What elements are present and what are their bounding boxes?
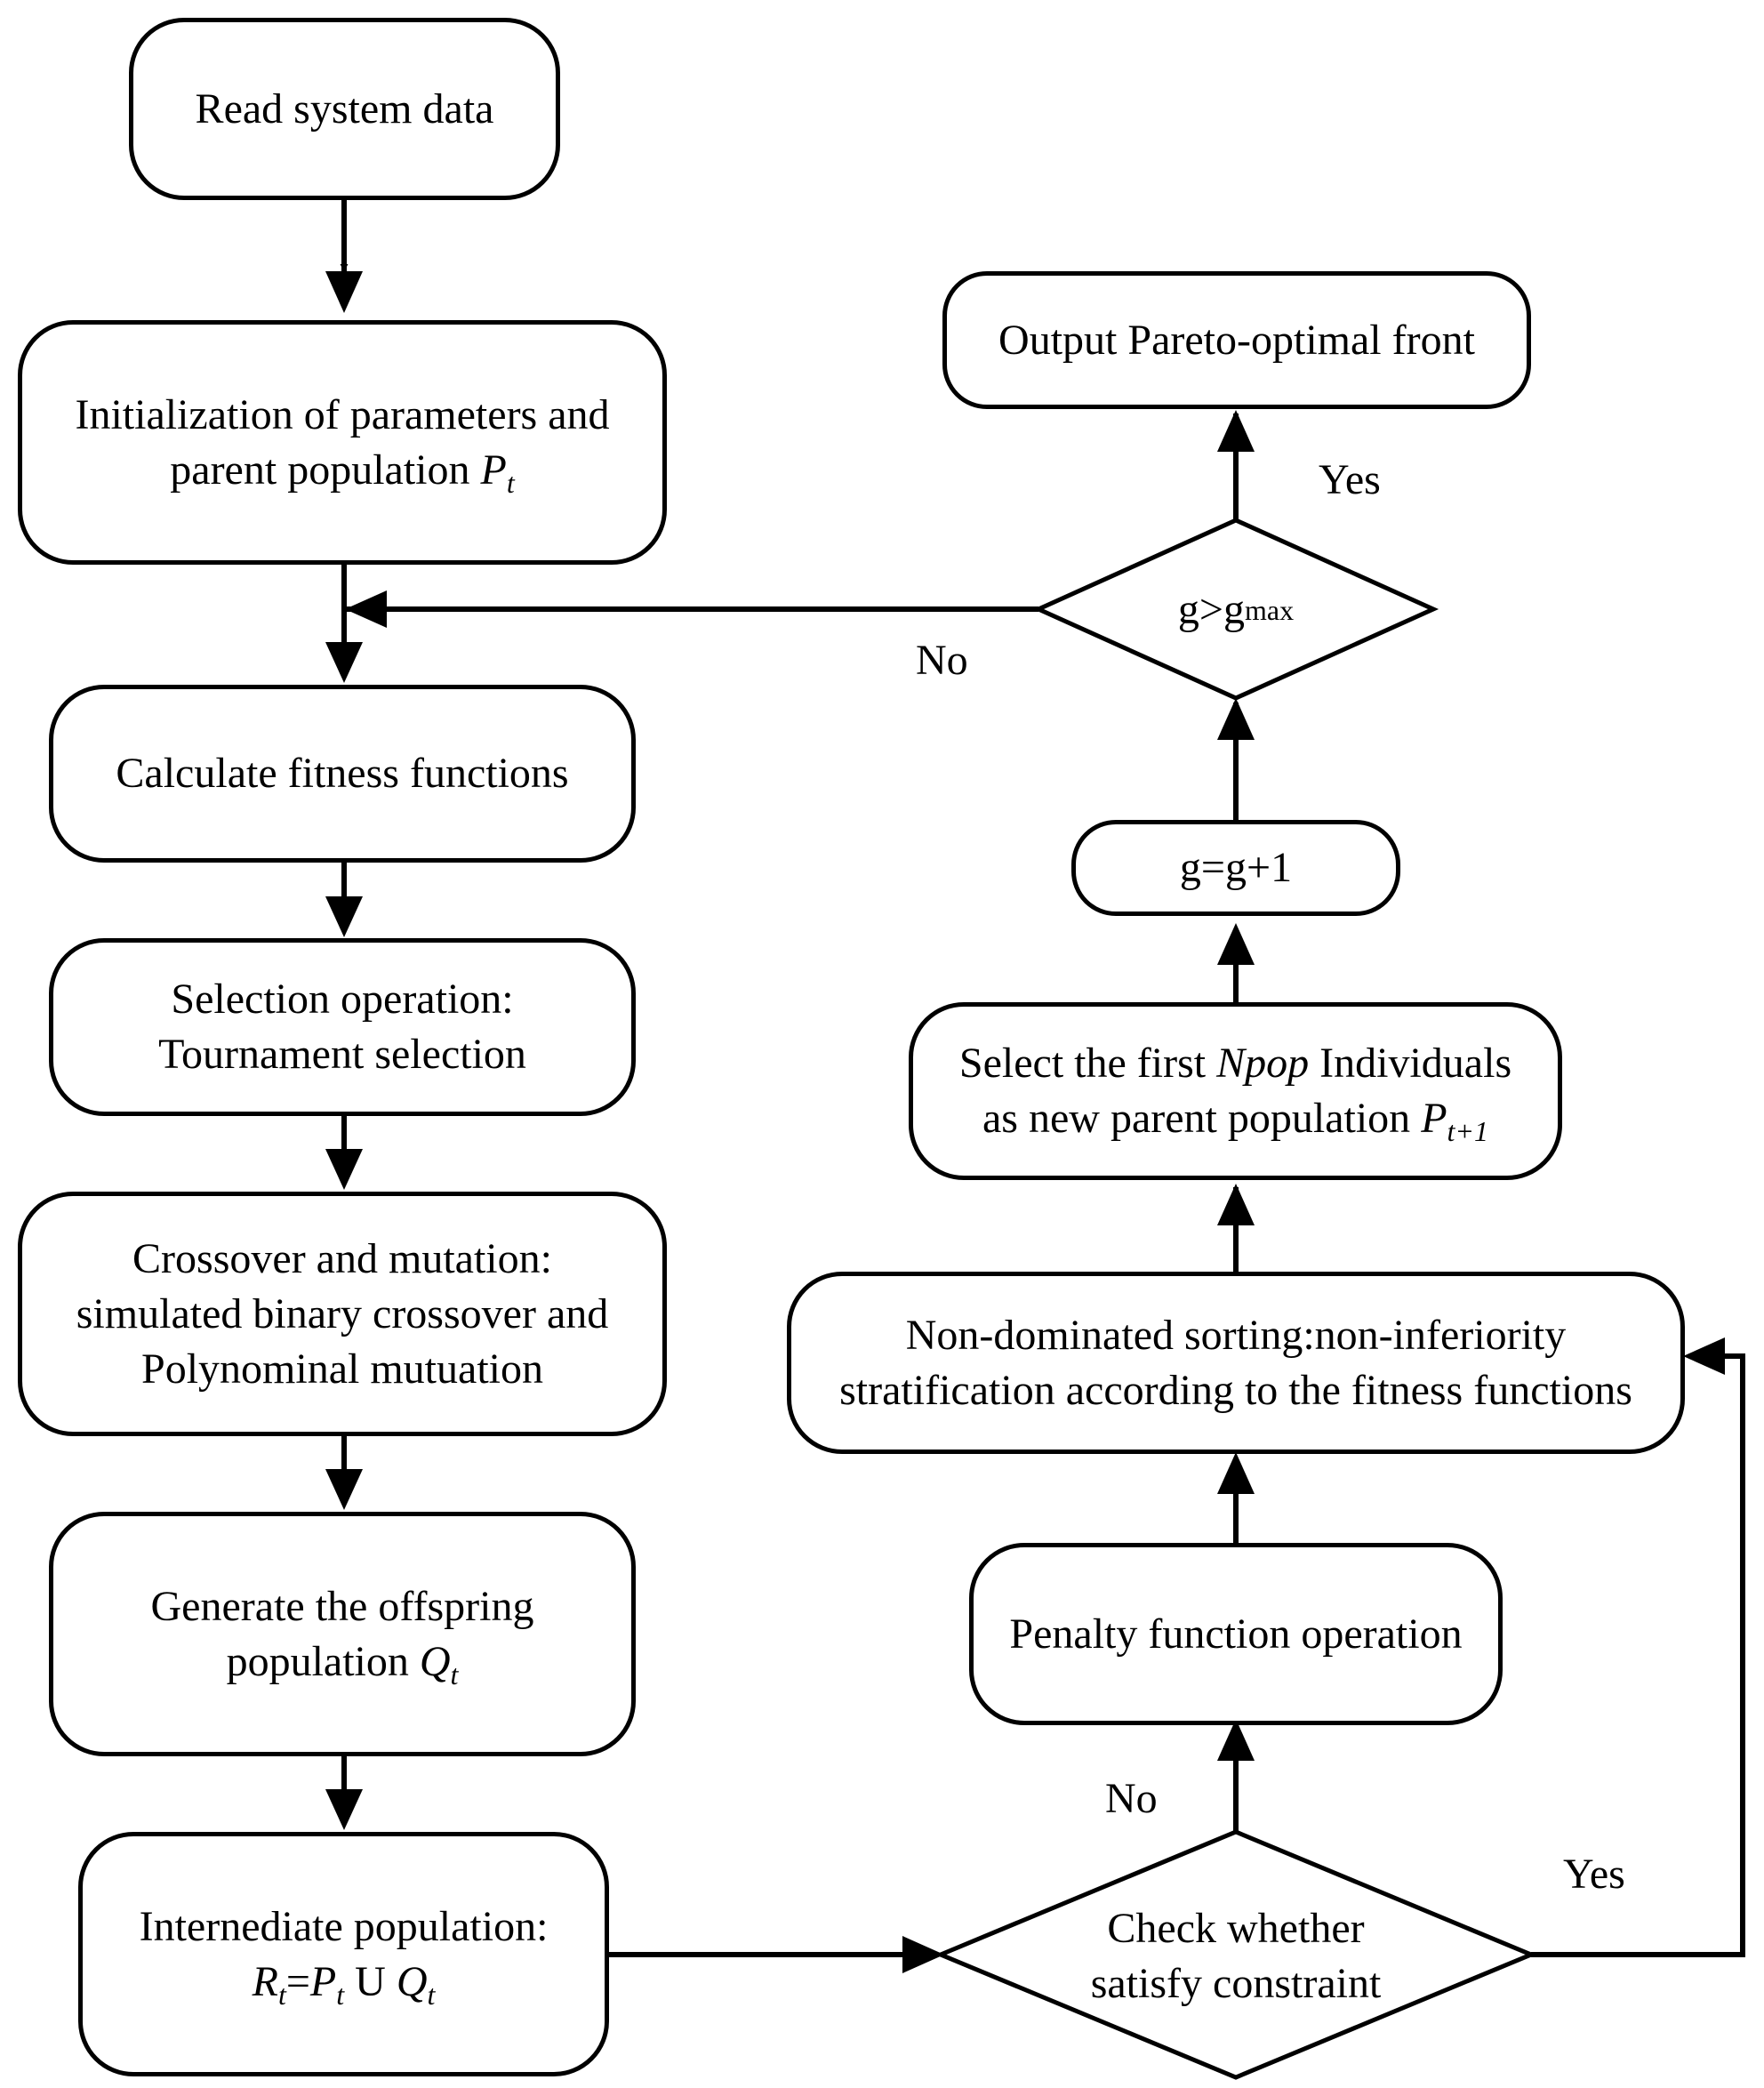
arrowhead-init	[325, 271, 363, 313]
node-nds-line1: Non-dominated sorting:non-inferiority	[905, 1311, 1567, 1359]
arrowhead-sel	[325, 896, 363, 937]
node-init-line2: parent population Pt	[170, 443, 514, 498]
select-p: P	[1421, 1095, 1447, 1142]
node-intermediate-population: Internediate population: Rt=Pt U Qt	[78, 1832, 609, 2076]
gen-sub: t	[450, 1658, 459, 1690]
node-calc-text: Calculate fitness functions	[116, 750, 569, 797]
arrowhead-cross	[325, 1149, 363, 1190]
inter-q-sub: t	[427, 1978, 436, 2011]
inter-p-sub: t	[336, 1978, 345, 2011]
gen-line2-prefix: population	[226, 1637, 420, 1685]
node-selection-operation: Selection operation: Tournament selectio…	[49, 938, 636, 1116]
inter-r: R	[252, 1957, 278, 2005]
node-inter-line2: Rt=Pt U Qt	[253, 1955, 436, 2010]
node-penalty-function: Penalty function operation	[969, 1543, 1503, 1725]
arrowhead-calc	[325, 642, 363, 683]
init-line2-prefix: parent population	[170, 446, 481, 494]
node-sel-line2: Tournament selection	[158, 1031, 526, 1078]
arrowhead-penalty	[1217, 1719, 1255, 1761]
node-penalty-text: Penalty function operation	[1009, 1610, 1463, 1658]
node-sel-line1: Selection operation:	[171, 976, 514, 1023]
decision-constraint-shape	[934, 1829, 1537, 2080]
init-var: P	[480, 446, 507, 494]
node-init-line1: Initialization of parameters and	[75, 390, 610, 438]
node-crossover-mutation: Crossover and mutation: simulated binary…	[18, 1192, 667, 1436]
decision-gmax-shape	[1032, 518, 1439, 701]
node-output-pareto: Output Pareto-optimal front	[942, 271, 1531, 409]
select-line1-prefix: Select the first	[958, 1040, 1217, 1087]
arrowhead-select	[1217, 1184, 1255, 1225]
select-p-sub: t+1	[1447, 1115, 1488, 1147]
label-no-loop: No	[916, 637, 968, 684]
init-sub: t	[506, 466, 515, 499]
node-cross-line2: simulated binary crossover and	[76, 1289, 609, 1337]
node-select-line1: Select the first Npop Individuals	[959, 1036, 1511, 1091]
node-inter-line1: Internediate population:	[139, 1902, 549, 1950]
arrowhead-inc	[1217, 923, 1255, 965]
arrowhead-loop	[345, 590, 387, 628]
node-non-dominated-sorting: Non-dominated sorting:non-inferiority st…	[787, 1272, 1685, 1454]
select-var: Npop	[1216, 1040, 1310, 1087]
label-no-check: No	[1105, 1775, 1158, 1822]
arrowhead-nds-yes	[1683, 1337, 1725, 1375]
node-read-system-data: Read system data	[129, 18, 560, 200]
cond-prefix: g>g	[1177, 586, 1245, 633]
arrowhead-check	[902, 1936, 944, 1973]
inter-union: U	[344, 1957, 397, 2005]
arrowhead-output	[1217, 410, 1255, 452]
inter-eq: =	[285, 1957, 310, 2005]
node-initialization: Initialization of parameters and parent …	[18, 320, 667, 565]
check-line2: satisfy constraint	[1090, 1960, 1382, 2007]
node-cross-line3: Polynominal mutuation	[141, 1345, 543, 1393]
node-select-npop: Select the first Npop Individuals as new…	[909, 1002, 1562, 1180]
node-cross-line1: Crossover and mutation:	[132, 1234, 552, 1282]
node-output-text: Output Pareto-optimal front	[998, 316, 1475, 364]
arrowhead-inter	[325, 1789, 363, 1830]
node-gen-line1: Generate the offspring	[150, 1582, 534, 1630]
arrowhead-nds	[1217, 1452, 1255, 1494]
node-calculate-fitness: Calculate fitness functions	[49, 685, 636, 863]
select-line1-suffix: Individuals	[1309, 1040, 1512, 1087]
node-nds-line2: stratification according to the fitness …	[839, 1366, 1632, 1414]
gen-var: Q	[419, 1637, 451, 1685]
node-increment-g: g=g+1	[1071, 820, 1400, 916]
inter-p: P	[309, 1957, 337, 2005]
arrowhead-gen	[325, 1469, 363, 1510]
node-read-text: Read system data	[195, 84, 494, 133]
decision-constraint-label: Check whether satisfy constraint	[1014, 1899, 1458, 2014]
select-line2-prefix: as new parent population	[982, 1095, 1422, 1142]
check-line1: Check whether	[1107, 1905, 1365, 1952]
node-generate-offspring: Generate the offspring population Qt	[49, 1512, 636, 1756]
node-gen-line2: population Qt	[227, 1634, 459, 1690]
arrowhead-cond	[1217, 698, 1255, 740]
label-yes-output: Yes	[1319, 456, 1381, 503]
inter-q: Q	[396, 1957, 428, 2005]
node-inc-text: g=g+1	[1179, 844, 1293, 891]
inter-r-sub: t	[277, 1978, 286, 2011]
node-select-line2: as new parent population Pt+1	[982, 1091, 1488, 1146]
label-yes-check: Yes	[1563, 1851, 1625, 1898]
